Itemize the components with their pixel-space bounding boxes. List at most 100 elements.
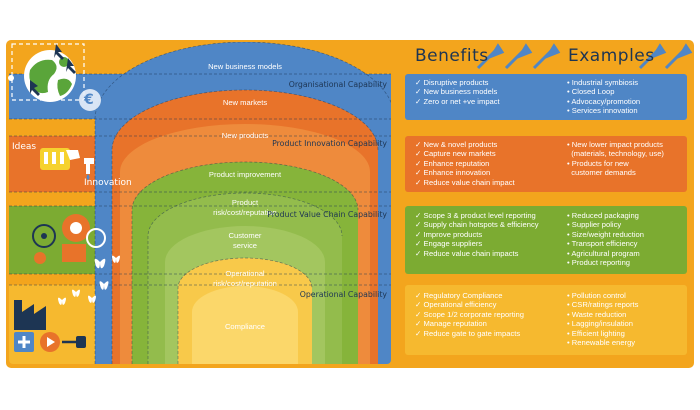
arc-label-operational-risk-line1: Operational	[225, 269, 265, 278]
example-text: Products for new	[571, 158, 629, 168]
arc-label-new-products: New products	[221, 131, 269, 140]
benefit-item: ✓ Manage reputation	[415, 319, 487, 329]
factory-icon	[14, 300, 86, 352]
butterfly-icon	[58, 255, 120, 305]
arc-label-product-risk-line1: Product	[231, 198, 259, 207]
example-text: CSR/ratings reports	[571, 300, 639, 310]
benefit-item: ✓ Enhance reputation	[415, 158, 490, 168]
example-item: • Product reporting	[567, 258, 631, 268]
example-item: • Transport efficiency	[567, 239, 638, 249]
panel-text-value-chain: ✓ Scope 3 & product level reporting ✓ Su…	[405, 206, 687, 274]
example-text: New lower impact products	[571, 140, 663, 149]
example-item: • New lower impact products	[567, 140, 663, 149]
example-text: Renewable energy	[571, 338, 636, 348]
example-text: Waste reduction	[571, 309, 627, 319]
example-item: • Closed Loop	[567, 87, 615, 97]
example-item: • Reduced packaging	[567, 211, 639, 220]
example-item: customer demands	[567, 168, 664, 177]
example-item: (materials, technology, use)	[567, 149, 664, 158]
arc-label-product-risk: Product risk/cost/reputation	[145, 198, 345, 218]
benefit-item: ✓ Zero or net +ve impact	[415, 96, 500, 106]
benefit-text: Engage suppliers	[423, 239, 483, 249]
example-item: • Products for new	[567, 158, 629, 168]
benefit-item: ✓ New business models	[415, 87, 498, 97]
example-item: • Waste reduction	[567, 309, 627, 319]
benefit-text: Enhance reputation	[423, 158, 490, 168]
benefit-text: Reduce gate to gate impacts	[423, 328, 521, 338]
example-item: • Renewable energy	[567, 338, 636, 348]
capability-title-product-innovation: Product Innovation Capability	[272, 139, 387, 148]
benefit-item: ✓ Reduce value chain impacts	[415, 248, 519, 258]
example-text: Agricultural program	[571, 248, 640, 258]
panel-product-innovation	[405, 136, 687, 192]
examples-list-value-chain: • Reduced packaging • Supplier policy • …	[567, 211, 644, 267]
benefit-item: ✓ Disruptive products	[415, 78, 489, 87]
example-text: Pollution control	[571, 291, 626, 300]
benefit-text: Reduce value chain impacts	[423, 248, 519, 258]
innovation-label: Innovation	[84, 178, 132, 188]
capability-title-organisational: Organisational Capability	[288, 80, 387, 89]
example-item: • Services innovation	[567, 106, 638, 116]
benefit-item: ✓ Scope 1/2 corporate reporting	[415, 309, 524, 319]
benefits-list-organisational: ✓ Disruptive products ✓ New business mod…	[415, 78, 500, 106]
example-text: (materials, technology, use)	[571, 149, 664, 159]
benefit-text: Operational efficiency	[423, 300, 497, 310]
benefit-item: ✓ Regulatory Compliance	[415, 291, 503, 300]
example-item: • Efficient lighting	[567, 328, 625, 338]
example-item: • Industrial symbiosis	[567, 78, 639, 87]
panel-value-chain	[405, 206, 687, 274]
euro-symbol: €	[84, 92, 94, 108]
benefit-text: Manage reputation	[423, 319, 487, 329]
example-text: Lagging/insulation	[571, 319, 634, 329]
arc-label-operational-risk-line2: risk/cost/reputation	[213, 279, 277, 288]
benefits-list-operational: ✓ Regulatory Compliance ✓ Operational ef…	[415, 291, 524, 338]
example-item: • Advocacy/promotion	[567, 96, 641, 106]
example-text: Transport efficiency	[571, 239, 638, 249]
arc-label-product-risk-line2: risk/cost/reputation	[213, 208, 277, 217]
arc-label-compliance: Compliance	[224, 322, 266, 331]
example-text: Reduced packaging	[571, 211, 639, 220]
benefits-list-product-innovation: ✓ New & novel products ✓ Capture new mar…	[415, 140, 515, 187]
arc-label-operational-risk: Operational risk/cost/reputation	[145, 269, 345, 289]
trend-arrows-icon	[476, 43, 693, 70]
benefit-item: ✓ Improve products	[415, 229, 483, 239]
example-text: Product reporting	[571, 258, 631, 268]
arc-label-customer-service-line2: service	[232, 241, 258, 250]
benefit-item: ✓ Enhance innovation	[415, 168, 491, 178]
euro-icon	[79, 89, 101, 111]
example-item: • Agricultural program	[567, 248, 640, 258]
arc-compliance	[192, 286, 298, 364]
benefit-text: Scope 3 & product level reporting	[423, 211, 536, 220]
ideas-label: Ideas	[12, 142, 37, 152]
example-text: Industrial symbiosis	[571, 78, 639, 87]
example-text: Closed Loop	[571, 87, 615, 97]
examples-header: Examples	[568, 46, 655, 66]
examples-list-operational: • Pollution control • CSR/ratings report…	[567, 291, 638, 347]
benefits-list-value-chain: ✓ Scope 3 & product level reporting ✓ Su…	[415, 211, 539, 258]
benefit-text: New business models	[423, 87, 498, 97]
example-text: Services innovation	[571, 106, 638, 116]
panel-operational	[405, 285, 687, 355]
benefit-text: Reduce value chain impact	[423, 177, 515, 187]
panel-text-organisational: ✓ Disruptive products ✓ New business mod…	[405, 74, 687, 120]
example-text: Advocacy/promotion	[571, 96, 641, 106]
benefit-text: Supply chain hotspots & efficiency	[423, 220, 539, 230]
example-item: • Supplier policy	[567, 220, 622, 230]
arc-label-customer-service: Customer service	[145, 231, 345, 251]
arc-label-new-markets: New markets	[222, 98, 268, 107]
arc-label-business-models: New business models	[208, 62, 282, 71]
arc-label-customer-service-line1: Customer	[228, 231, 262, 240]
benefit-item: ✓ Reduce value chain impact	[415, 177, 515, 187]
panel-organisational	[405, 74, 687, 120]
cursor-arrow-icon	[30, 44, 76, 96]
benefit-item: ✓ Engage suppliers	[415, 239, 483, 249]
example-text: customer demands	[571, 168, 636, 178]
benefit-item: ✓ Supply chain hotspots & efficiency	[415, 220, 539, 230]
benefit-text: Zero or net +ve impact	[423, 96, 500, 106]
benefit-item: ✓ New & novel products	[415, 140, 498, 149]
benefit-text: Scope 1/2 corporate reporting	[423, 309, 524, 319]
benefits-header: Benefits	[415, 46, 489, 66]
examples-list-organisational: • Industrial symbiosis • Closed Loop • A…	[567, 78, 640, 116]
